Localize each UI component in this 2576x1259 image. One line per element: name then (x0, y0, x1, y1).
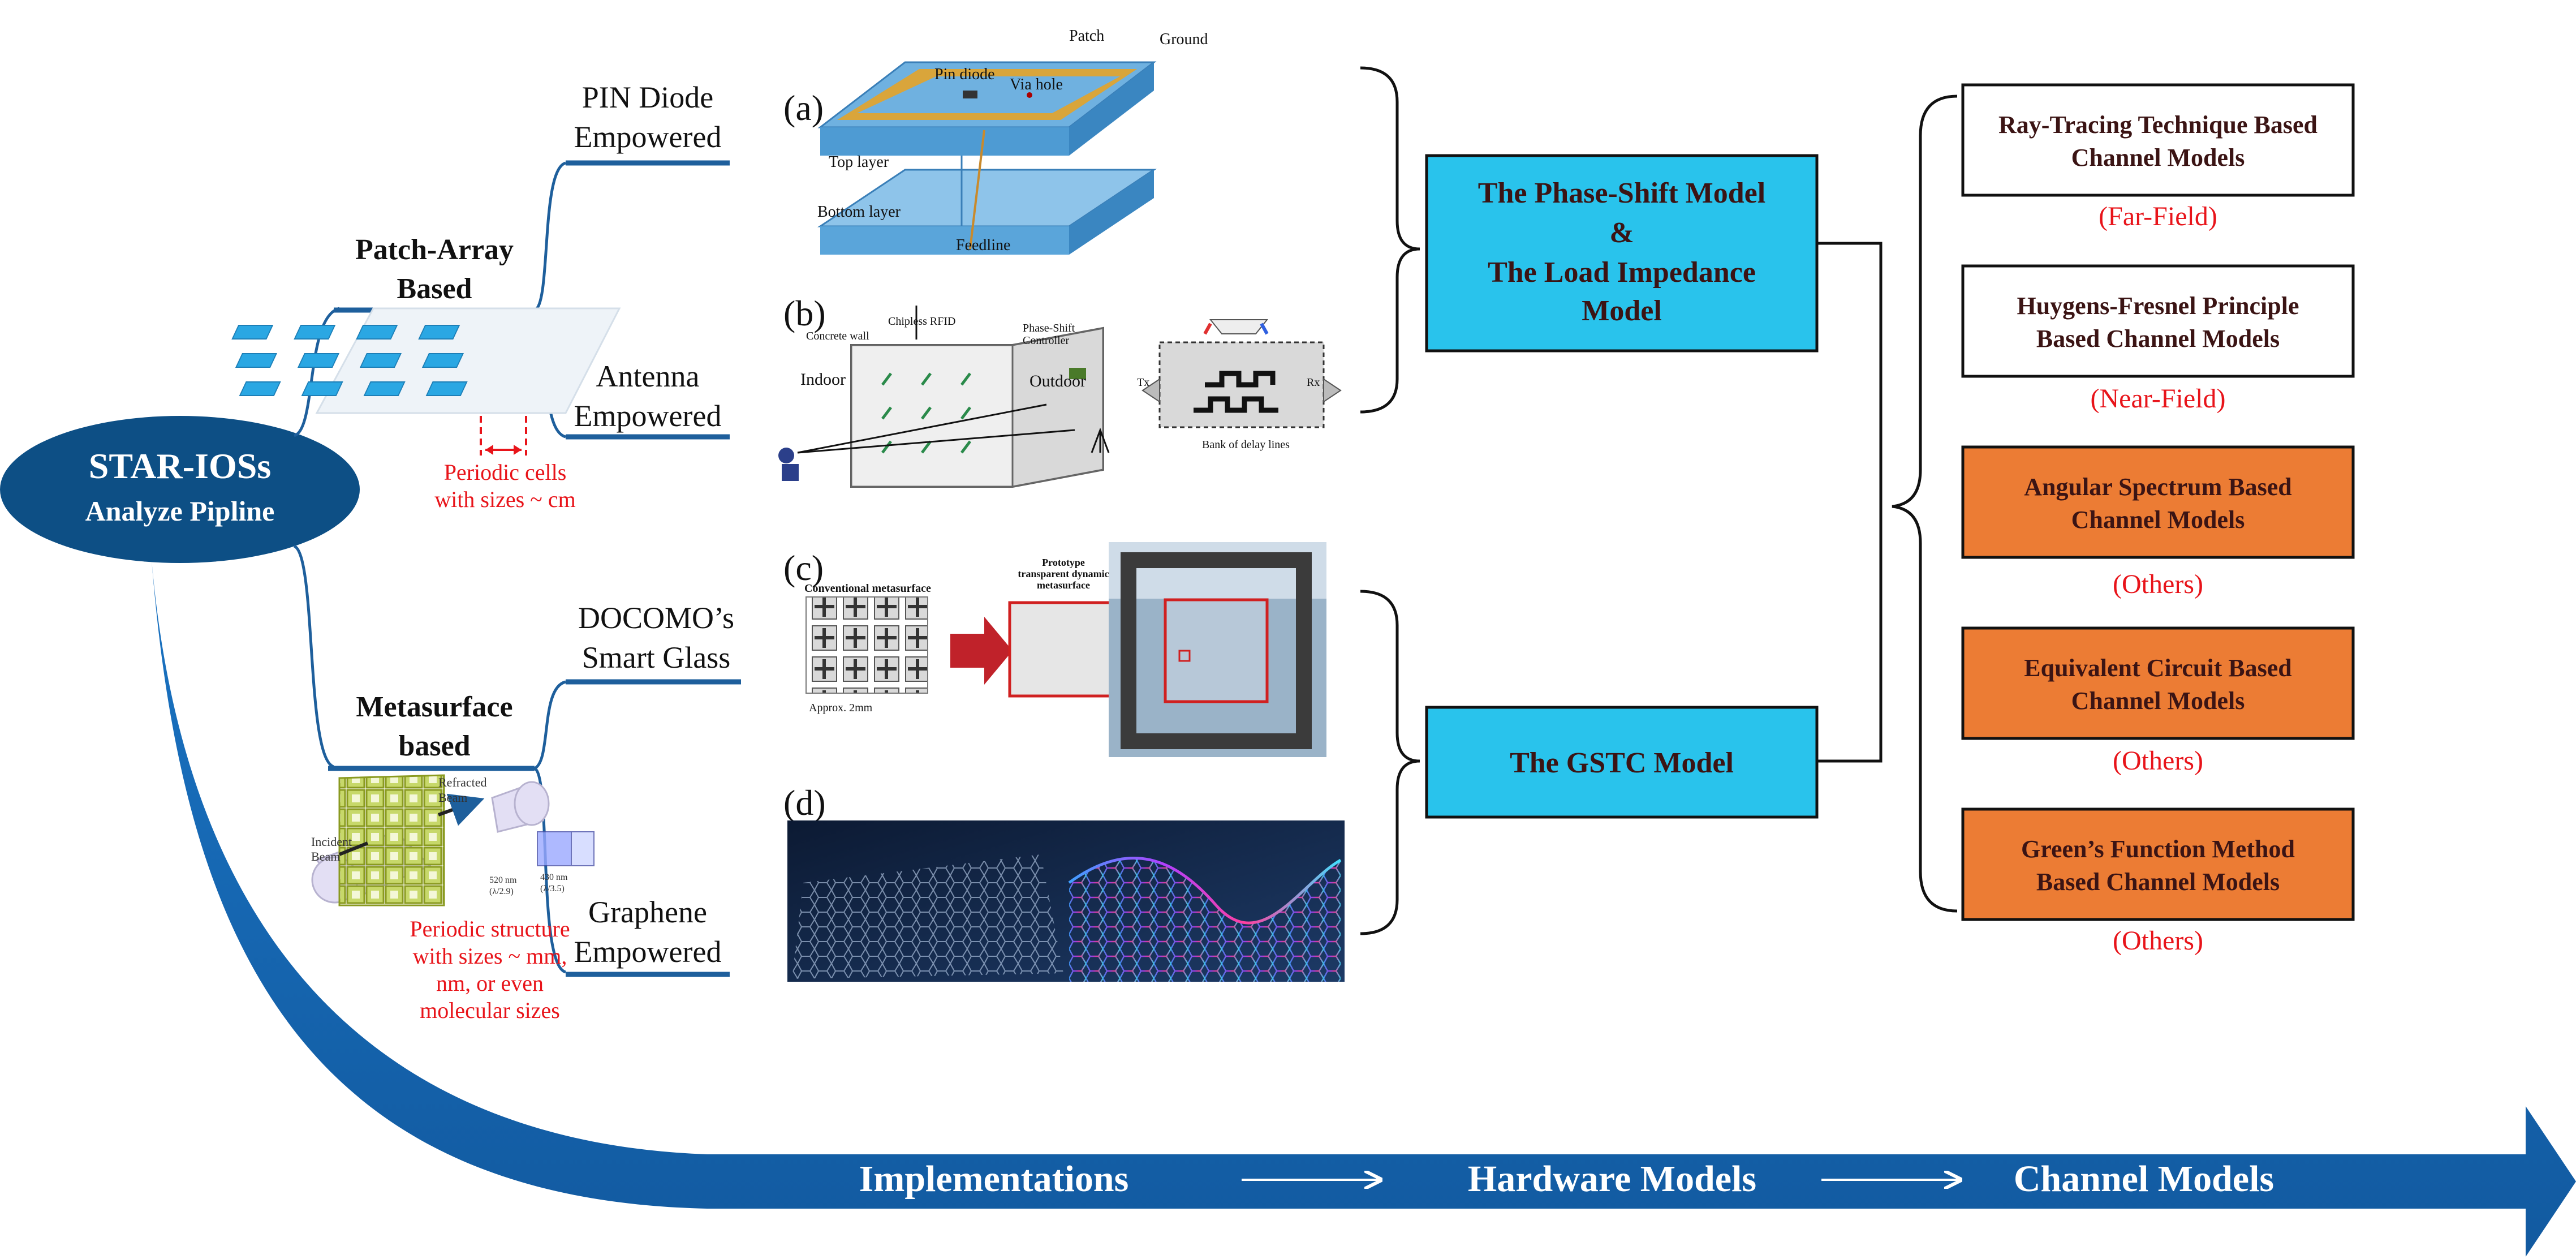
stage-channel-models: Channel Models (2014, 1158, 2274, 1200)
meta-note-3: nm, or even (436, 970, 544, 996)
panel-a-image (817, 61, 1157, 255)
antenna-label-2: Empowered (574, 399, 722, 433)
pin-diode-label-1: PIN Diode (582, 80, 713, 114)
panel-a-feedline: Feedline (956, 237, 1010, 254)
brace-phase-shift (1360, 66, 1420, 414)
panel-b-controller-1: Phase-Shift (1023, 322, 1075, 334)
channel-box-greens (1961, 807, 2355, 921)
panel-b-outdoor: Outdoor (1029, 372, 1086, 390)
docomo-label-2: Smart Glass (582, 641, 731, 674)
channel-ray-tracing-line-2: Channel Models (2071, 144, 2245, 171)
meta-dim-3: 430 nm (540, 873, 568, 882)
channel-angular-tag: (Others) (2113, 569, 2203, 599)
panel-c-image (805, 542, 1326, 757)
channel-equivalent-tag: (Others) (2113, 746, 2203, 776)
meta-note-4: molecular sizes (420, 998, 560, 1023)
panel-b-concrete-wall: Concrete wall (806, 330, 869, 342)
implementation-bars (566, 160, 741, 977)
panel-a-top-layer: Top layer (829, 153, 889, 171)
channel-equivalent-line-2: Channel Models (2071, 687, 2245, 715)
channel-greens-tag: (Others) (2113, 926, 2203, 956)
channel-box-angular (1961, 445, 2355, 559)
metasurface-subtitle: based (398, 730, 470, 762)
panel-c-prototype-1: Prototype (1042, 557, 1085, 568)
channel-huygens-line-2: Based Channel Models (2036, 325, 2280, 353)
antenna-label-1: Antenna (596, 359, 700, 393)
root-ellipse (0, 416, 360, 563)
panel-a-bottom-layer: Bottom layer (817, 203, 901, 221)
phase-shift-model-box (1425, 154, 1819, 353)
patch-note-1: Periodic cells (444, 459, 567, 485)
panel-b-bank: Bank of delay lines (1202, 439, 1290, 451)
panel-b-rx: Rx (1307, 376, 1320, 389)
panel-c-label: (c) (783, 548, 824, 588)
meta-incident-1: Incident (311, 835, 352, 849)
channel-angular-line-1: Angular Spectrum Based (2024, 473, 2291, 501)
gstc-line-1: The GSTC Model (1510, 747, 1734, 779)
patch-note-2: with sizes ~ cm (434, 487, 575, 512)
phase-shift-line-1: The Phase-Shift Model (1478, 177, 1765, 209)
panel-b-tx: Tx (1137, 376, 1149, 389)
meta-incident-2: Beam (311, 849, 340, 863)
panel-a-patch: Patch (1069, 27, 1104, 45)
root-title: STAR-IOSs (89, 446, 271, 486)
patch-array-subtitle: Based (397, 273, 472, 305)
stage-implementations: Implementations (859, 1158, 1129, 1200)
channel-greens-line-2: Based Channel Models (2036, 868, 2280, 896)
metasurface-image (311, 774, 595, 906)
panel-a-pin-diode: Pin diode (934, 66, 995, 83)
meta-dim-1: 520 nm (489, 875, 517, 885)
channel-ray-tracing-tag: (Far-Field) (2099, 201, 2217, 231)
meta-refracted-1: Refracted (438, 775, 487, 789)
patch-array-title: Patch-Array (355, 234, 514, 266)
panel-c-conventional: Conventional metasurface (804, 582, 931, 595)
brace-gstc (1360, 590, 1420, 935)
panel-b-chipless-rfid: Chipless RFID (888, 315, 955, 328)
stage-hardware-models: Hardware Models (1468, 1158, 1756, 1200)
gstc-model-box (1425, 706, 1819, 819)
channel-angular-line-2: Channel Models (2071, 506, 2245, 534)
panel-c-prototype-3: metasurface (1037, 579, 1090, 591)
brace-channel (1892, 94, 1958, 913)
docomo-label-1: DOCOMO’s (578, 601, 734, 635)
meta-note-2: with sizes ~ mm, (413, 943, 567, 969)
panel-a-label: (a) (783, 88, 824, 128)
panel-a-ground: Ground (1160, 31, 1208, 48)
root-connectors (293, 307, 340, 768)
meta-dim-2: (λ/2.9) (489, 887, 514, 896)
channel-huygens-tag: (Near-Field) (2091, 384, 2226, 414)
pipeline-arrow (152, 560, 2576, 1257)
pin-diode-label-2: Empowered (574, 120, 722, 154)
patch-array-image (231, 307, 621, 456)
metasurface-title: Metasurface (356, 691, 512, 723)
channel-ray-tracing-line-1: Ray-Tracing Technique Based (1998, 111, 2317, 139)
channel-greens-line-1: Green’s Function Method (2021, 835, 2295, 863)
meta-dim-4: (λ/3.5) (540, 884, 565, 893)
panel-b-controller-2: Controller (1023, 334, 1070, 347)
phase-shift-line-2: & (1609, 217, 1634, 249)
channel-box-ray-tracing (1961, 83, 2355, 197)
hardware-to-channel-connectors (1817, 242, 1883, 763)
panel-b-image (778, 306, 1342, 488)
phase-shift-line-3: The Load Impedance (1488, 256, 1756, 289)
channel-equivalent-line-1: Equivalent Circuit Based (2024, 654, 2291, 682)
channel-box-huygens (1961, 264, 2355, 378)
panel-d-image (787, 820, 1345, 982)
meta-note-1: Periodic structure (410, 916, 570, 942)
channel-box-equivalent (1961, 626, 2355, 740)
panel-c-approx: Approx. 2mm (809, 702, 873, 714)
panel-c-prototype-2: transparent dynamic (1018, 568, 1109, 579)
panel-a-via-hole: Via hole (1010, 76, 1063, 93)
meta-refracted-2: Beam (438, 790, 467, 805)
graphene-label-2: Empowered (574, 935, 722, 969)
panel-b-indoor: Indoor (800, 370, 846, 389)
graphene-label-1: Graphene (588, 895, 707, 929)
root-subtitle: Analyze Pipline (85, 495, 275, 527)
channel-huygens-line-1: Huygens-Fresnel Principle (2017, 292, 2299, 320)
panel-d-label: (d) (783, 783, 826, 823)
phase-shift-line-4: Model (1582, 295, 1662, 327)
panel-b-label: (b) (783, 293, 826, 333)
